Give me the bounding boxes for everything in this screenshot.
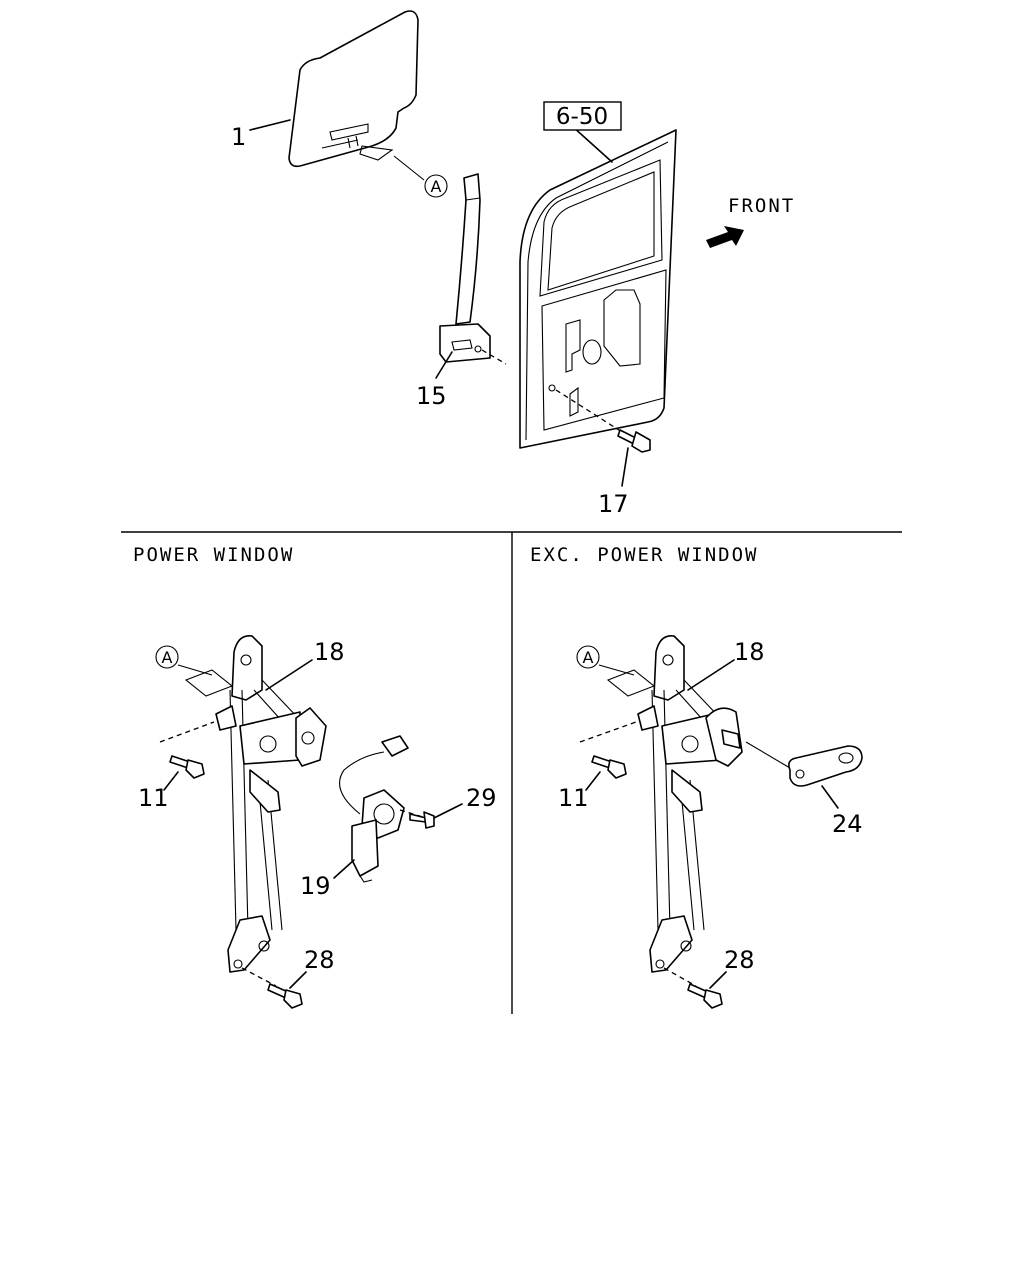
leader-29: [433, 803, 463, 819]
regulator-left: [215, 635, 327, 973]
leader-28-left: [289, 971, 307, 989]
leader-11-right: [585, 771, 601, 791]
svg-text:A: A: [162, 648, 173, 667]
leader-6-50: [571, 125, 613, 163]
leader-a-top: [393, 155, 425, 181]
bolt-17: [617, 429, 651, 453]
leader-18-right: [687, 659, 735, 691]
callout-28-right: 28: [724, 946, 755, 974]
leader-18-left: [265, 659, 313, 691]
ref-box-6-50: 6-50: [543, 101, 622, 131]
callout-17: 17: [598, 490, 629, 518]
callout-1: 1: [231, 123, 246, 151]
callout-11-left: 11: [138, 784, 169, 812]
bolt-28-left: [267, 983, 303, 1009]
glass-run-channel: [439, 173, 491, 363]
door-panel: [519, 129, 677, 449]
regulator-right: [637, 635, 743, 973]
bolt-11-right: [591, 755, 627, 779]
svg-text:A: A: [583, 648, 594, 667]
section-title-power: POWER WINDOW: [133, 544, 294, 566]
screw-29: [409, 811, 435, 829]
circle-a-left: A: [155, 645, 179, 669]
svg-text:6-50: 6-50: [556, 104, 608, 130]
svg-text:A: A: [431, 177, 442, 196]
bolt-11-left: [169, 755, 205, 779]
circle-a-top: A: [424, 174, 448, 198]
section-title-exc-power: EXC. POWER WINDOW: [530, 544, 758, 566]
callout-28-left: 28: [304, 946, 335, 974]
window-motor: [339, 735, 409, 883]
leader-11-left: [163, 771, 179, 791]
circle-a-right: A: [576, 645, 600, 669]
callout-19: 19: [300, 872, 331, 900]
callout-29: 29: [466, 784, 497, 812]
callout-24: 24: [832, 810, 863, 838]
front-arrow-icon: [706, 226, 744, 248]
callout-18-left: 18: [314, 638, 345, 666]
callout-18-right: 18: [734, 638, 765, 666]
window-crank-handle: [788, 745, 863, 787]
leader-15: [435, 351, 453, 379]
leader-19: [333, 859, 355, 879]
window-glass: [288, 10, 419, 168]
leader-1: [249, 119, 291, 131]
leader-28-right: [709, 971, 727, 989]
callout-11-right: 11: [558, 784, 589, 812]
callout-15: 15: [416, 382, 447, 410]
bolt-28-right: [687, 983, 723, 1009]
leader-17: [621, 447, 629, 487]
leader-24: [821, 785, 839, 809]
front-label: FRONT: [728, 195, 795, 217]
